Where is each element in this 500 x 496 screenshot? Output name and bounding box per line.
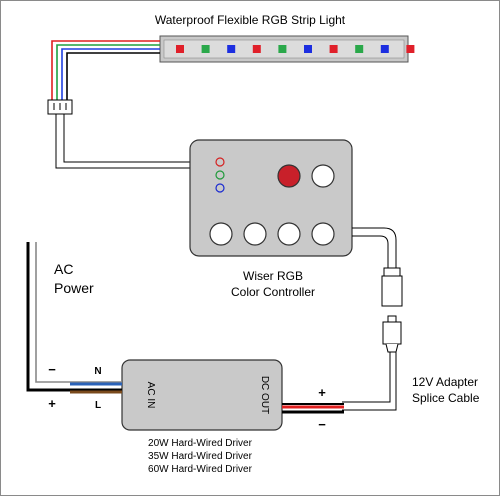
ac-n-label: N [94,366,101,377]
dc-minus-sign: − [318,417,326,432]
connector-pins [53,103,67,110]
controller-label-line1: Wiser RGB [243,269,303,283]
wire-black [66,52,160,100]
dc-plug-collar [383,267,401,277]
strip-leds [176,45,415,53]
ac-label-line1: AC [54,261,73,277]
ac-wire-gray [35,242,122,383]
strip-led [252,45,261,53]
driver-ac-in: AC IN [145,382,156,409]
indicator-blue [215,183,225,193]
splice-cable-outer [342,352,391,403]
strip-led [201,45,210,53]
strip-led [176,45,184,53]
driver-dc-out: DC OUT [259,376,270,414]
strip-led [380,45,389,53]
strip-title: Waterproof Flexible RGB Strip Light [155,13,346,27]
wire-green [56,44,160,100]
strip-led [278,45,287,53]
controller-button-1 [209,222,233,246]
controller-label-line2: Color Controller [231,285,315,299]
driver-rating-60w: 60W Hard-Wired Driver [148,464,253,475]
controller-button-3 [277,222,301,246]
ac-plus-sign: + [48,396,56,411]
ac-l-label: L [95,400,101,411]
strip-led [406,45,415,53]
controller-cable-outer [352,227,397,268]
splice-cable-inner [342,352,397,411]
controller-button-4 [311,222,335,246]
driver-rating-20w: 20W Hard-Wired Driver [148,438,253,449]
wire-blue [61,48,160,100]
wire-red [51,40,160,100]
rgb-controller [189,139,353,257]
strip-led [304,45,312,53]
strip-cable-outer [55,114,192,169]
strip-wires [51,40,160,100]
strip-led [227,45,236,53]
adapter-label-line1: 12V Adapter [412,375,478,389]
controller-button-top-right [311,164,335,188]
ac-wire-black [26,242,122,392]
controller-cable-inner [352,235,389,268]
ac-minus-sign: − [48,362,56,377]
controller-button-2 [243,222,267,246]
dc-male-plug [382,321,402,345]
led-driver [121,359,283,431]
controller-button-red [277,164,301,188]
strip-cable-inner [63,114,192,163]
indicator-red [215,157,225,167]
dc-female-plug [381,275,403,307]
dc-plus-sign: + [318,385,326,400]
dc-male-tip [387,315,397,323]
indicator-green [215,170,225,180]
strip-led [355,45,364,53]
ac-label-line2: Power [54,280,94,296]
adapter-label-line2: Splice Cable [412,391,480,405]
strip-led [329,45,338,53]
driver-rating-35w: 35W Hard-Wired Driver [148,451,253,462]
dc-male-strain [385,343,399,353]
